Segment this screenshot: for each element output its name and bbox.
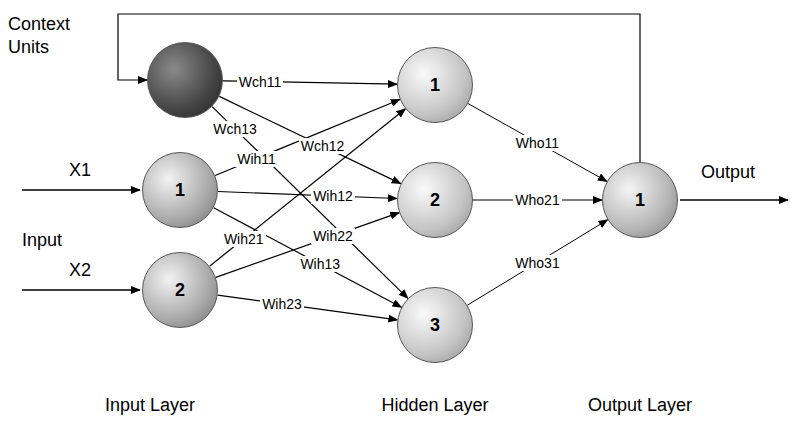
layer-label: Hidden Layer <box>381 395 488 416</box>
weight-connection <box>468 104 607 182</box>
neuron-number: 2 <box>430 190 440 211</box>
input-arrow <box>22 189 140 190</box>
weight-label: Who21 <box>513 192 561 208</box>
weight-connection <box>214 208 402 307</box>
layer-label: Output Layer <box>588 395 692 416</box>
node-heading: Context Units <box>8 13 108 58</box>
layer-label: Input Layer <box>105 395 195 416</box>
weight-label: Wih11 <box>235 151 278 167</box>
input-neuron: 2 <box>142 252 218 328</box>
weight-connection <box>218 192 397 199</box>
weight-connection <box>216 213 399 278</box>
weight-label: Wch11 <box>237 74 284 90</box>
weight-label: Wch13 <box>211 121 259 137</box>
weight-label: Wih22 <box>311 228 355 244</box>
input-symbol: X1 <box>69 160 91 181</box>
weight-connection <box>215 100 400 176</box>
output-neuron: 1 <box>602 162 678 238</box>
output-arrow <box>680 199 788 200</box>
weight-label: Wih12 <box>311 188 355 204</box>
neuron-number: 2 <box>175 280 185 301</box>
weight-label: Wih23 <box>260 296 304 312</box>
input-symbol: X2 <box>69 260 91 281</box>
weight-label: Who31 <box>513 255 561 271</box>
context-unit: Context Units <box>147 42 223 118</box>
weight-label: Wih21 <box>222 231 266 247</box>
weight-label: Wih13 <box>298 256 342 272</box>
hidden-neuron: 3 <box>397 287 473 363</box>
feedback-connection <box>118 14 640 162</box>
weight-label: Wch12 <box>299 138 347 154</box>
weight-connection <box>212 107 408 299</box>
hidden-neuron: 2 <box>397 162 473 238</box>
neuron-number: 1 <box>430 75 440 96</box>
input-neuron: 1 <box>142 152 218 228</box>
weight-connection <box>218 295 398 320</box>
neuron-number: 1 <box>175 180 185 201</box>
hidden-neuron: 1 <box>397 47 473 123</box>
weight-label: Who11 <box>514 135 561 151</box>
output-label: Output <box>701 162 755 183</box>
input-label: Input <box>22 230 62 251</box>
weight-connection <box>467 220 607 305</box>
neuron-number: 1 <box>635 190 645 211</box>
weight-connection <box>210 109 406 266</box>
neuron-number: 3 <box>430 315 440 336</box>
input-arrow <box>22 289 140 290</box>
